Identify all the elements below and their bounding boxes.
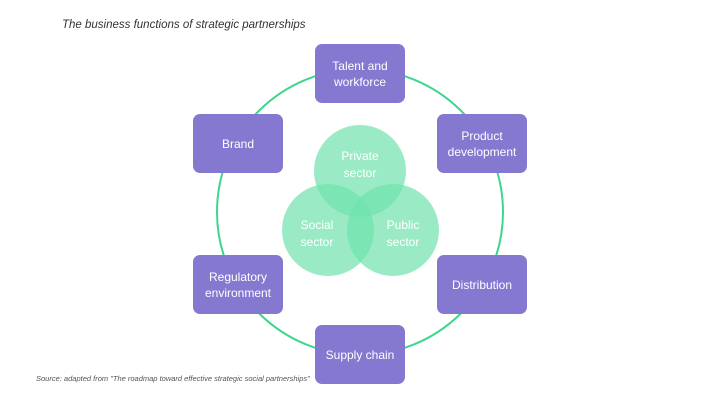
distribution-box: Distribution — [437, 255, 527, 314]
supply-chain-box: Supply chain — [315, 325, 405, 384]
source-note: Source: adapted from "The roadmap toward… — [36, 374, 310, 383]
product-development-box: Product development — [437, 114, 527, 173]
private-sector-label: Private sector — [341, 149, 379, 180]
regulatory-environment-box: Regulatory environment — [193, 255, 283, 314]
social-sector-label: Social sector — [300, 218, 334, 249]
public-sector-circle — [347, 184, 439, 276]
brand-box: Brand — [193, 114, 283, 173]
talent-workforce-box: Talent and workforce — [315, 44, 405, 103]
social-sector-circle — [282, 184, 374, 276]
public-sector-label: Public sector — [386, 218, 420, 249]
diagram-title: The business functions of strategic part… — [62, 19, 306, 31]
